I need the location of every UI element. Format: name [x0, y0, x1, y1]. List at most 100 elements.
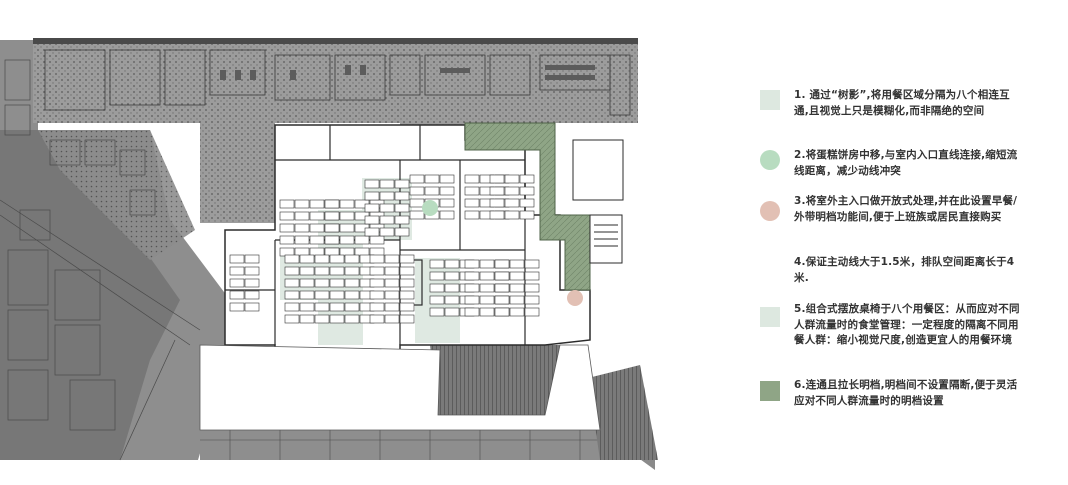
dining-table	[464, 210, 480, 220]
dining-table	[524, 283, 540, 293]
dining-table	[344, 254, 360, 264]
dining-table	[364, 191, 380, 201]
dining-table	[464, 174, 480, 184]
dining-table	[299, 266, 315, 276]
dining-table	[509, 283, 525, 293]
legend-dot-green-icon	[760, 150, 780, 170]
dining-table	[464, 307, 480, 317]
dining-table	[394, 191, 410, 201]
dining-table	[329, 314, 345, 324]
dining-table	[439, 186, 455, 196]
dining-table	[444, 307, 460, 317]
dining-table	[399, 290, 415, 300]
dining-table	[424, 186, 440, 196]
dining-table	[279, 199, 295, 209]
dining-table	[284, 302, 300, 312]
dining-table	[399, 302, 415, 312]
dining-table	[439, 198, 455, 208]
dining-table	[479, 283, 495, 293]
dining-table	[379, 191, 395, 201]
dining-table	[229, 266, 245, 276]
dining-table	[279, 211, 295, 221]
left-building	[0, 40, 240, 461]
dining-table	[309, 211, 325, 221]
dining-table	[464, 198, 480, 208]
dining-table	[329, 266, 345, 276]
dining-table	[504, 198, 520, 208]
dining-table	[344, 314, 360, 324]
dining-table	[509, 259, 525, 269]
dining-table	[509, 271, 525, 281]
bottom-building	[200, 345, 658, 470]
legend-swatch-green-icon	[760, 381, 780, 401]
dining-table	[364, 227, 380, 237]
dining-table	[409, 210, 425, 220]
dining-table	[344, 290, 360, 300]
dining-table	[284, 290, 300, 300]
legend-text-1: 1. 通过“树影”,将用餐区域分隔为八个相连互通,且视觉上只是模糊化,而非隔绝的…	[794, 89, 1010, 117]
open-counter-zone	[464, 122, 591, 291]
legend-text-2: 2.将蛋糕饼房中移,与室内入口直线连接,缩短流线距离，减少动线冲突	[794, 149, 1018, 177]
dining-table	[429, 259, 445, 269]
dining-table	[479, 295, 495, 305]
dining-table	[429, 271, 445, 281]
dining-table	[229, 278, 245, 288]
dining-table	[429, 283, 445, 293]
dining-table	[429, 295, 445, 305]
dining-table	[399, 278, 415, 288]
dining-table	[369, 278, 385, 288]
dining-table	[309, 223, 325, 233]
dining-table	[309, 235, 325, 245]
dining-table	[379, 179, 395, 189]
dining-table	[369, 266, 385, 276]
dining-table	[489, 174, 505, 184]
entrance-marker	[567, 290, 583, 306]
dining-table	[284, 314, 300, 324]
dining-table	[394, 179, 410, 189]
dining-table	[494, 295, 510, 305]
dining-table	[464, 283, 480, 293]
dining-table	[294, 235, 310, 245]
dining-table	[369, 235, 385, 245]
dining-table	[509, 307, 525, 317]
dining-table	[464, 186, 480, 196]
dining-table	[279, 235, 295, 245]
dining-table	[504, 210, 520, 220]
dining-table	[504, 186, 520, 196]
dining-table	[329, 302, 345, 312]
top-building	[33, 38, 638, 223]
dining-table	[324, 235, 340, 245]
dining-table	[399, 314, 415, 324]
dining-table	[324, 223, 340, 233]
dining-table	[379, 215, 395, 225]
dining-table	[369, 254, 385, 264]
dining-table	[439, 210, 455, 220]
dining-table	[509, 295, 525, 305]
dining-table	[444, 295, 460, 305]
dining-table	[229, 254, 245, 264]
dining-table	[494, 271, 510, 281]
dining-table	[244, 290, 260, 300]
dining-table	[494, 307, 510, 317]
dining-table	[314, 266, 330, 276]
dining-table	[384, 278, 400, 288]
dining-table	[364, 203, 380, 213]
dining-table	[384, 266, 400, 276]
dining-table	[294, 199, 310, 209]
dining-table	[299, 290, 315, 300]
dining-table	[229, 302, 245, 312]
tables	[229, 174, 540, 324]
dining-table	[464, 271, 480, 281]
dining-table	[519, 186, 535, 196]
legend-text-5: 5.组合式摆放桌椅于八个用餐区：从而应对不同人群流量时的食堂管理：一定程度的隔离…	[794, 303, 1020, 346]
dining-table	[314, 290, 330, 300]
dining-table	[464, 259, 480, 269]
dining-table	[519, 198, 535, 208]
dining-table	[384, 254, 400, 264]
dining-table	[339, 211, 355, 221]
dining-table	[399, 266, 415, 276]
dining-table	[344, 278, 360, 288]
dining-table	[399, 254, 415, 264]
dining-table	[524, 271, 540, 281]
dining-table	[299, 302, 315, 312]
